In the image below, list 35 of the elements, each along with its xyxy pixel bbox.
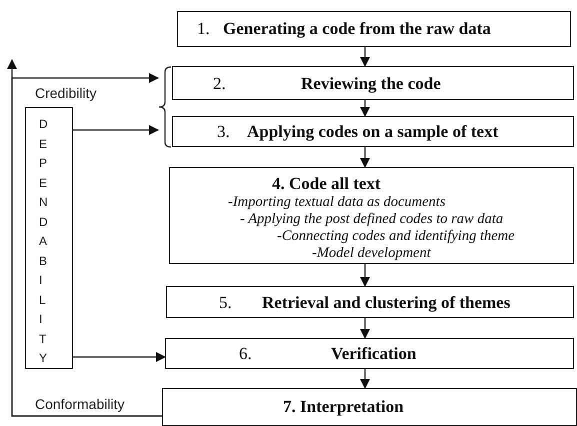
edge-label: Conformability <box>35 397 124 412</box>
process-box <box>165 338 574 369</box>
process-box <box>166 286 574 318</box>
process-box <box>172 66 574 100</box>
arrow <box>360 147 370 168</box>
step-title: Verification <box>331 345 416 364</box>
step-title: Reviewing the code <box>301 75 441 94</box>
process-box <box>162 388 577 426</box>
step-title: Generating a code from the raw data <box>223 20 491 39</box>
step-number: 1. <box>197 20 210 39</box>
process-box <box>169 167 574 264</box>
arrow <box>360 369 370 389</box>
arrow <box>73 352 166 362</box>
step-number: 5. <box>219 294 232 313</box>
step-number: 6. <box>239 345 252 364</box>
arrow <box>360 47 370 67</box>
arrow <box>360 100 370 117</box>
edge-label: Credibility <box>35 86 96 102</box>
arrow <box>73 125 159 135</box>
step-title: 7. Interpretation <box>283 398 404 417</box>
step-detail: -Model development <box>312 246 431 262</box>
process-box <box>177 11 571 47</box>
step-detail: - Applying the post defined codes to raw data <box>240 212 504 228</box>
step-number: 3. <box>217 123 230 142</box>
process-box <box>172 116 574 147</box>
step-number: 2. <box>213 75 226 94</box>
arrow <box>360 264 370 287</box>
brace-bracket <box>158 66 172 148</box>
step-detail: -Connecting codes and identifying theme <box>277 229 515 245</box>
step-title: 4. Code all text <box>272 175 381 194</box>
arrow <box>360 318 370 339</box>
step-title: Applying codes on a sample of text <box>247 123 498 142</box>
vertical-label-box <box>25 107 73 369</box>
step-title: Retrieval and clustering of themes <box>262 294 510 313</box>
step-detail: -Importing textual data as documents <box>228 195 446 211</box>
